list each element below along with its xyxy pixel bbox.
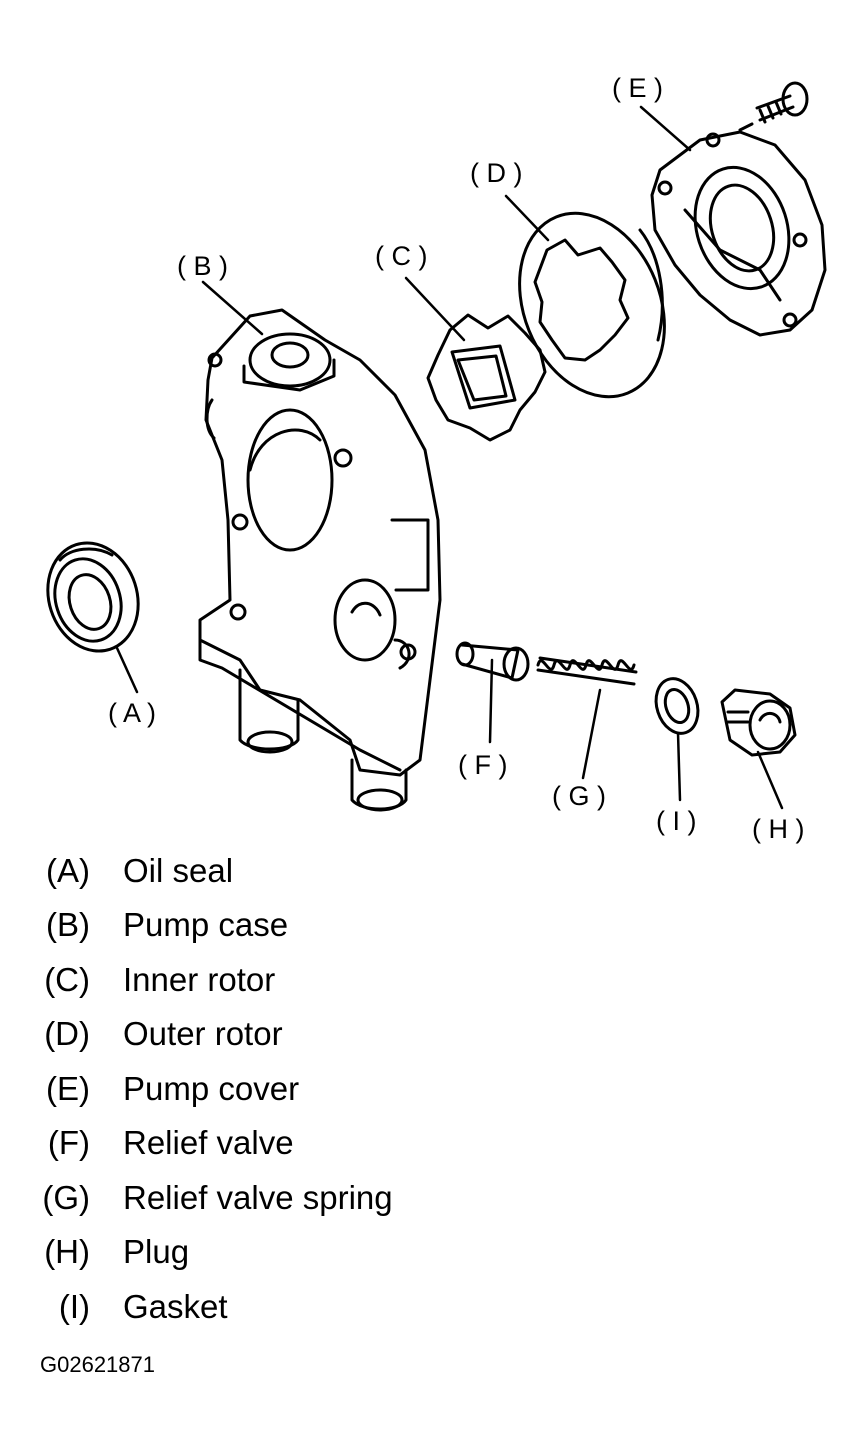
callout-a: ( A ) (108, 698, 156, 728)
legend-text: Relief valve spring (123, 1179, 393, 1216)
legend-key: (I) (58, 1288, 90, 1325)
callout-h: ( H ) (752, 814, 804, 844)
legend-key: (D) (44, 1015, 90, 1052)
outer-rotor-part (518, 211, 666, 399)
pump-case-part (198, 308, 442, 812)
legend-text: Plug (123, 1233, 190, 1270)
callout-f: ( F ) (458, 750, 507, 780)
legend-text: Pump case (123, 906, 289, 943)
leader-lines (115, 105, 784, 810)
legend-text: Outer rotor (123, 1015, 283, 1052)
relief-valve-spring-part (536, 656, 638, 686)
plug-part (720, 688, 797, 757)
pump-cover-part (650, 130, 827, 337)
exploded-diagram: ( A ) ( B ) ( C ) ( D ) ( E ) ( F ) ( G … (46, 73, 827, 844)
legend-key: (F) (47, 1124, 90, 1161)
callout-d: ( D ) (470, 158, 522, 188)
legend-key: (G) (42, 1179, 90, 1216)
relief-valve-part (455, 641, 530, 682)
callout-b: ( B ) (177, 251, 228, 281)
cover-screw-part (738, 81, 809, 132)
legend-key: (H) (44, 1233, 90, 1270)
callout-e: ( E ) (612, 73, 663, 103)
legend-text: Oil seal (123, 852, 234, 889)
legend-key: (E) (46, 1070, 90, 1107)
legend-key: (C) (44, 961, 90, 998)
legend-key: (B) (46, 906, 90, 943)
inner-rotor-part (426, 313, 547, 442)
gasket-part (654, 677, 700, 735)
legend-key: (A) (46, 852, 90, 889)
legend-text: Pump cover (123, 1070, 300, 1107)
legend-text: Relief valve (123, 1124, 294, 1161)
legend-text: Gasket (123, 1288, 228, 1325)
figure-id: G02621871 (40, 1352, 155, 1377)
callout-g: ( G ) (552, 781, 606, 811)
legend-text: Inner rotor (123, 961, 276, 998)
oil-seal-part (46, 541, 140, 653)
callout-i: ( I ) (656, 806, 697, 836)
callout-c: ( C ) (375, 241, 427, 271)
